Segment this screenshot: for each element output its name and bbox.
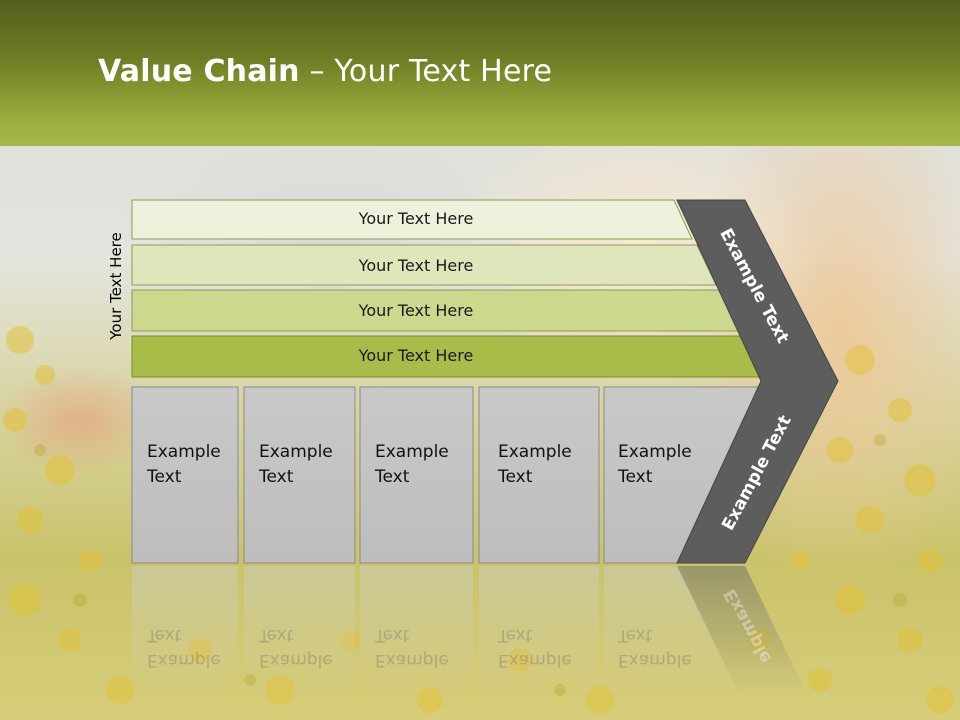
activity-box-5-reflection-line2: Text — [618, 625, 653, 645]
slide-title[interactable]: Value Chain – Your Text Here — [98, 54, 552, 89]
activity-box-4-reflection-line2: Text — [498, 625, 533, 645]
activity-box-3-line1: Example — [375, 442, 449, 462]
activity-box-5-reflection-line1: Example — [618, 650, 692, 670]
row-label-2[interactable]: Your Text Here — [358, 256, 474, 275]
activity-box-4[interactable] — [478, 386, 600, 564]
activity-box-2-reflection: Example Text — [259, 622, 359, 672]
activity-box-3-reflection-line2: Text — [375, 625, 410, 645]
activity-box-1-reflection: Example Text — [147, 622, 247, 672]
margin-chevron[interactable] — [676, 199, 839, 564]
activity-box-1-line2: Text — [147, 467, 182, 487]
header-band: Value Chain – Your Text Here — [0, 0, 960, 146]
activity-box-1-line1: Example — [147, 442, 221, 462]
activity-box-3-reflection: Example Text — [375, 622, 475, 672]
activity-box-5-line2: Text — [618, 467, 653, 487]
row-bar-1[interactable] — [131, 199, 693, 240]
activity-box-4-line2: Text — [498, 467, 533, 487]
activity-box-4-line1: Example — [498, 442, 572, 462]
activity-box-3[interactable] — [359, 386, 474, 564]
activity-box-2-reflection-line2: Text — [259, 625, 294, 645]
row-label-1[interactable]: Your Text Here — [358, 209, 474, 228]
reflection-group — [132, 566, 808, 696]
activity-box-3-line2: Text — [375, 467, 410, 487]
slide-title-rest: – Your Text Here — [299, 54, 553, 89]
activity-box-5-line1: Example — [618, 442, 692, 462]
activity-box-1-reflection-line2: Text — [147, 625, 182, 645]
activity-box-1-reflection-line1: Example — [147, 650, 221, 670]
activity-box-4-reflection: Example Text — [498, 622, 598, 672]
activity-box-2-reflection-line1: Example — [259, 650, 333, 670]
activity-box-1[interactable] — [131, 386, 239, 564]
activity-box-2-line2: Text — [259, 467, 294, 487]
row-label-4[interactable]: Your Text Here — [358, 346, 474, 365]
activity-box-3-reflection-line1: Example — [375, 650, 449, 670]
slide-title-bold: Value Chain — [98, 54, 300, 89]
activity-box-5-reflection: Example Text — [618, 622, 718, 672]
activity-box-4-reflection-line1: Example — [498, 650, 572, 670]
side-label[interactable]: Your Text Here — [107, 232, 125, 340]
activity-box-2-line1: Example — [259, 442, 333, 462]
activity-box-2[interactable] — [243, 386, 356, 564]
row-label-3[interactable]: Your Text Here — [358, 301, 474, 320]
